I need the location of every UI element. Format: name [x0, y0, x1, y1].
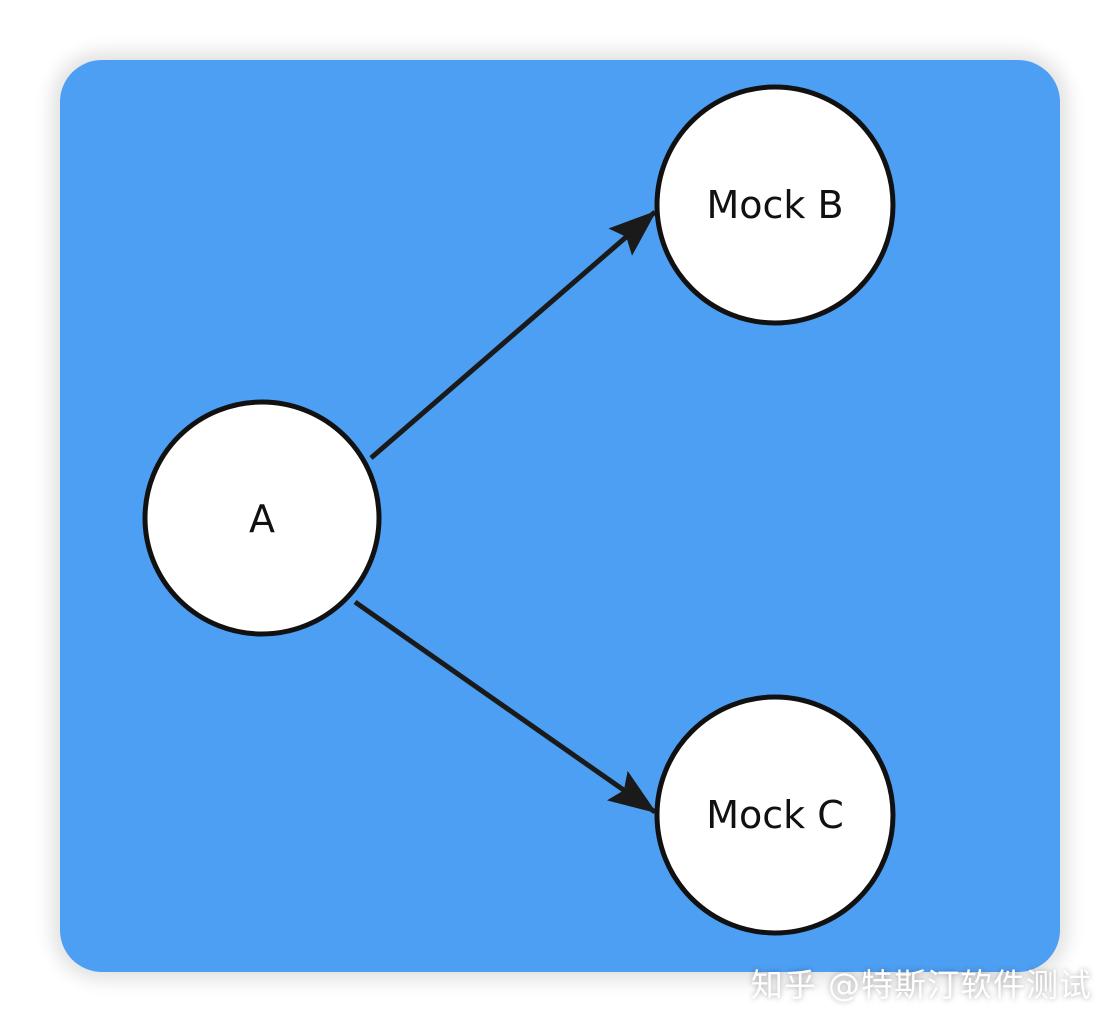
node-a[interactable]: A: [142, 399, 382, 637]
node-a-circle: [142, 399, 382, 637]
node-mock-c[interactable]: Mock C: [654, 694, 896, 936]
node-mock-b-label: Mock B: [706, 183, 843, 227]
node-mock-b-circle: [654, 84, 896, 326]
edge-a-to-mock-c: [353, 599, 657, 815]
edge-a-to-mock-b: [369, 210, 657, 460]
node-mock-b[interactable]: Mock B: [654, 84, 896, 326]
node-a-label: A: [249, 497, 275, 541]
node-mock-c-circle: [654, 694, 896, 936]
watermark: 知乎 @特斯汀软件测试: [750, 966, 1092, 1004]
node-mock-c-label: Mock C: [706, 793, 844, 837]
